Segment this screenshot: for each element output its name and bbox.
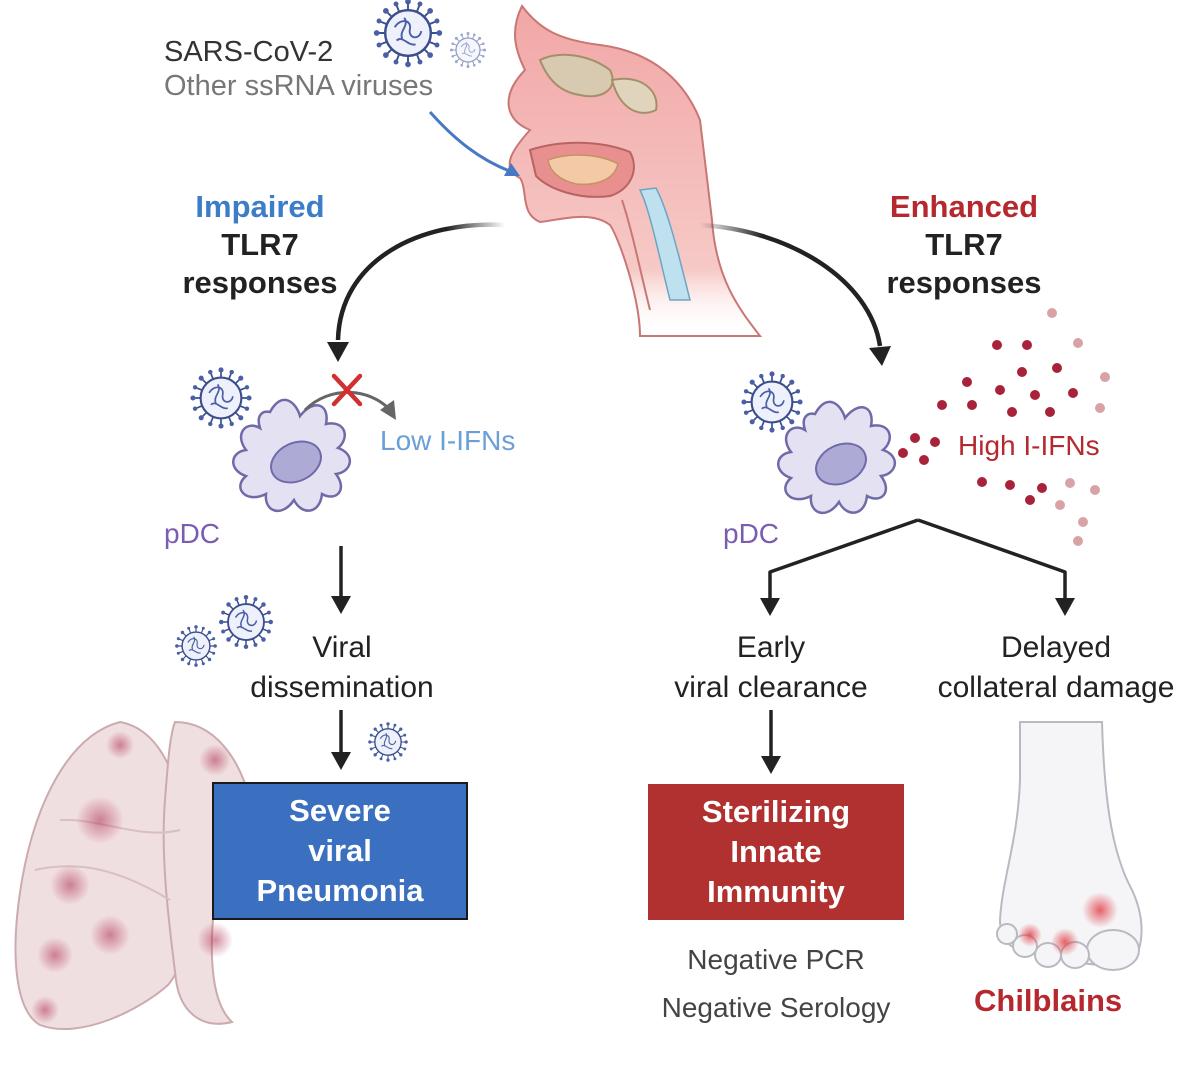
virus-label-secondary: Other ssRNA viruses xyxy=(164,70,434,102)
left-pdc-label: pDC xyxy=(164,518,221,549)
immunity-box-line: Sterilizing xyxy=(701,794,851,830)
immunity-box-line: Immunity xyxy=(707,873,845,909)
damage-line: Delayed xyxy=(1000,631,1112,664)
viral-dissemination-line: Viral xyxy=(312,631,372,664)
enhanced-tlr7-heading: Enhanced TLR7 responses xyxy=(868,188,1060,302)
enhanced-heading-line: TLR7 xyxy=(925,227,1003,262)
clearance-line: Early xyxy=(736,631,806,664)
impaired-heading-line: responses xyxy=(182,265,338,300)
virus-icon xyxy=(740,370,804,434)
pneumonia-box-line: Severe xyxy=(289,793,391,829)
virus-icon xyxy=(174,624,218,668)
clearance-line: viral clearance xyxy=(674,671,868,704)
immunity-box-line: Innate xyxy=(730,834,822,870)
pneumonia-box-line: viral xyxy=(308,833,372,869)
impaired-heading-line: Impaired xyxy=(195,189,325,224)
lungs-illustration xyxy=(14,720,252,1030)
high-ifn-label: High I-IFNs xyxy=(958,430,1100,461)
virus-icon xyxy=(449,31,487,69)
damage-line: collateral damage xyxy=(937,671,1175,704)
test-results: Negative PCR Negative Serology xyxy=(630,936,922,1032)
virus-icon xyxy=(367,721,409,763)
right-pdc-label: pDC xyxy=(723,518,780,549)
delayed-collateral-damage-label: Delayed collateral damage xyxy=(914,628,1198,708)
foot-illustration xyxy=(996,721,1143,971)
test-result-pcr: Negative PCR xyxy=(687,944,865,975)
impaired-tlr7-heading: Impaired TLR7 responses xyxy=(170,188,350,302)
interferon-particles xyxy=(898,308,1110,546)
severe-viral-pneumonia-box: Severe viral Pneumonia xyxy=(212,782,468,920)
viral-dissemination-line: dissemination xyxy=(250,671,434,704)
viral-dissemination-label: Viral dissemination xyxy=(222,628,462,708)
blocked-signal-cross-icon xyxy=(331,373,363,407)
enhanced-heading-line: Enhanced xyxy=(889,189,1039,224)
low-ifn-label: Low I-IFNs xyxy=(380,425,516,456)
pdc-cell-icon xyxy=(776,400,897,515)
chilblains-label: Chilblains xyxy=(974,983,1123,1018)
impaired-heading-line: TLR7 xyxy=(221,227,299,262)
nasal-airway-illustration xyxy=(507,4,763,337)
virus-icon xyxy=(372,0,444,69)
virus-icon xyxy=(189,366,253,430)
early-viral-clearance-label: Early viral clearance xyxy=(626,628,916,708)
pdc-cell-icon xyxy=(231,398,352,513)
enhanced-heading-line: responses xyxy=(886,265,1042,300)
pneumonia-box-line: Pneumonia xyxy=(256,872,424,908)
test-result-serology: Negative Serology xyxy=(661,992,891,1023)
virus-label-primary: SARS-CoV-2 xyxy=(164,36,334,68)
sterilizing-innate-immunity-box: Sterilizing Innate Immunity xyxy=(648,784,904,920)
